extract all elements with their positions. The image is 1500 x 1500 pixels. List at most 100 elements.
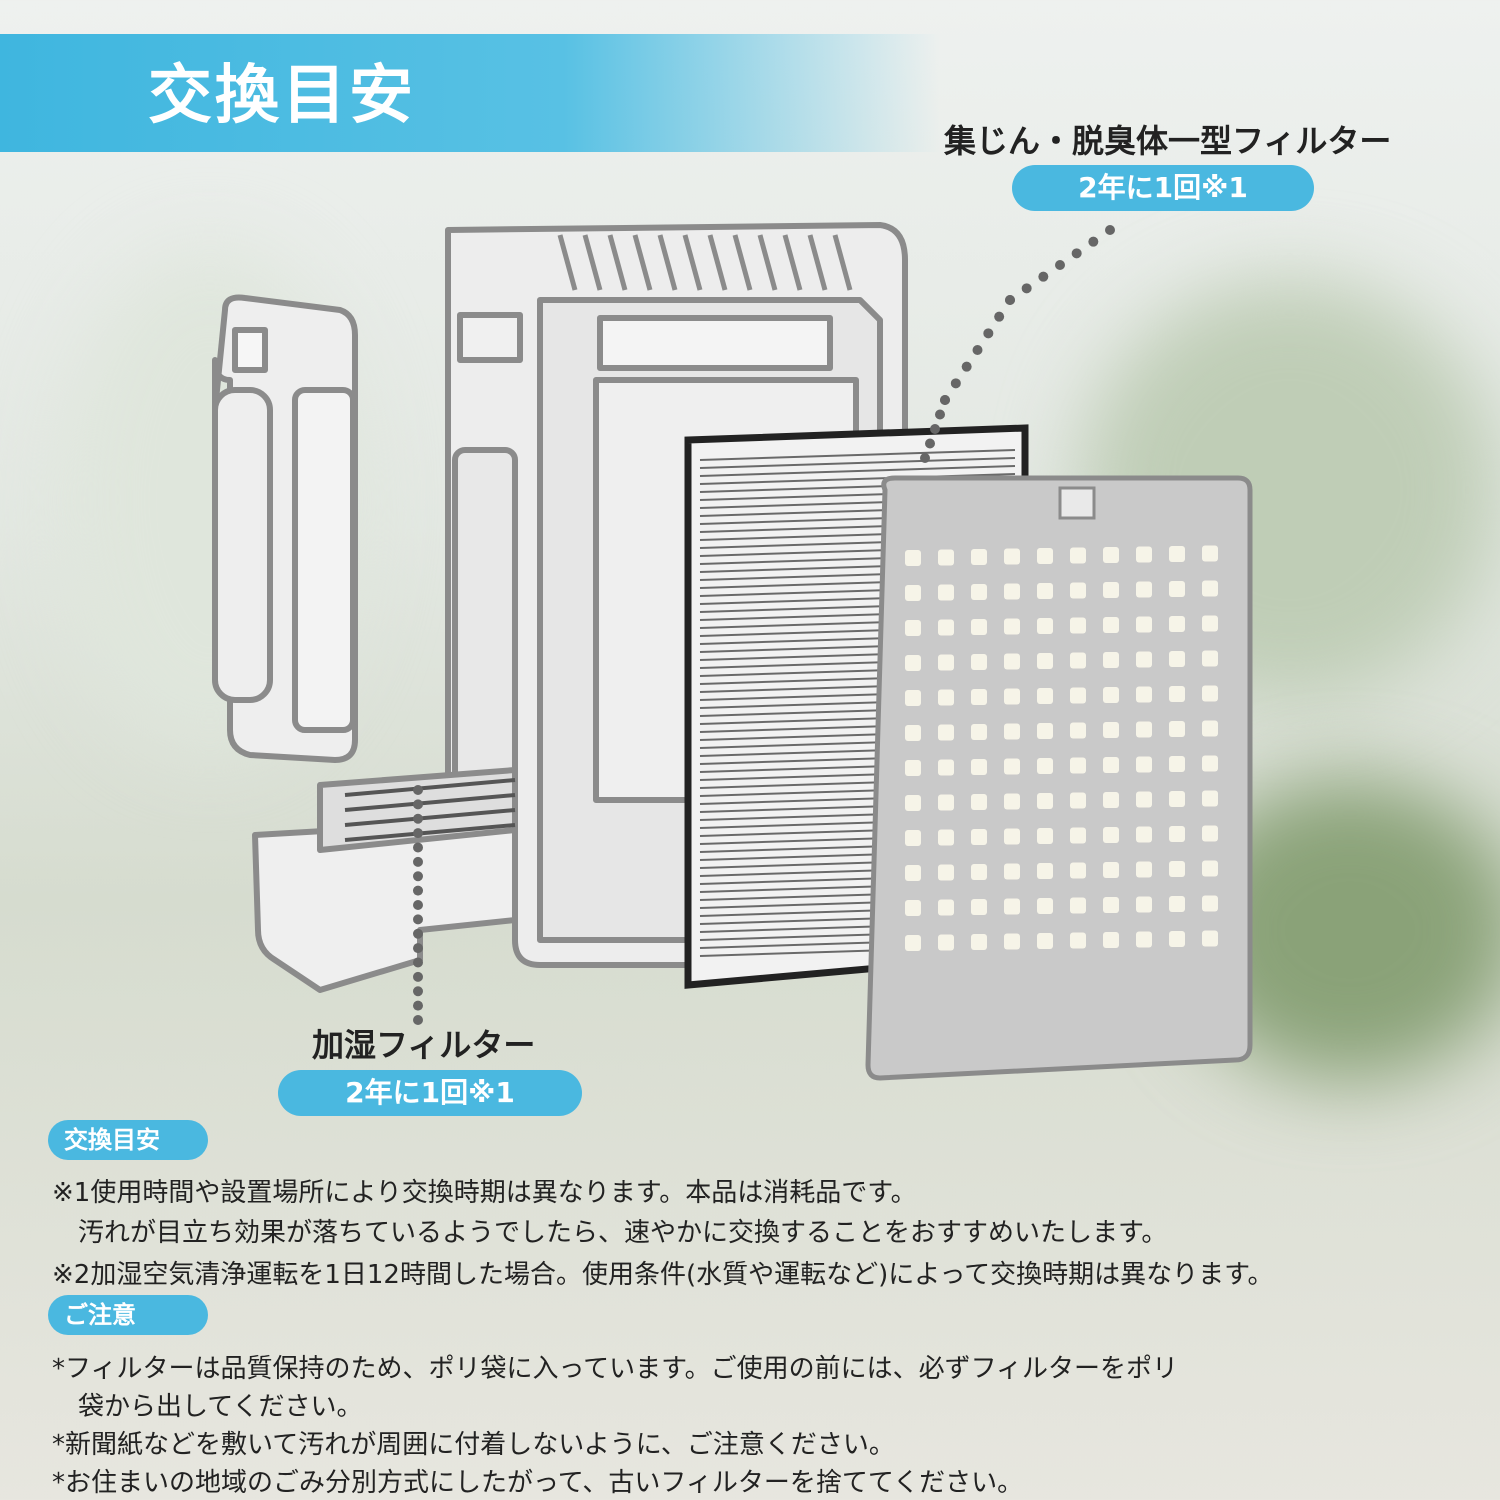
- cover-hole: [1202, 650, 1218, 667]
- guide-note-3: ※2加湿空気清浄運転を1日12時間した場合。使用条件(水質や運転など)によって交…: [52, 1260, 1274, 1290]
- cover-hole: [971, 934, 987, 950]
- cover-hole: [1070, 652, 1086, 669]
- humidifier-tray: [252, 767, 518, 993]
- humid-filter-name: 加湿フィルター: [312, 1026, 536, 1064]
- callout-dot: [413, 799, 423, 810]
- callout-dot: [413, 828, 423, 839]
- cover-hole: [905, 655, 921, 671]
- cover-hole: [905, 830, 921, 846]
- callout-dot: [413, 900, 423, 910]
- cover-hole: [1103, 687, 1119, 703]
- callout-dot: [935, 409, 945, 420]
- guide-note-1: ※1使用時間や設置場所により交換時期は異なります。本品は消耗品です。: [52, 1178, 917, 1208]
- cover-hole: [1136, 581, 1152, 598]
- cover-hole: [1202, 930, 1218, 947]
- cover-hole: [1136, 861, 1152, 878]
- cover-hole: [1070, 757, 1086, 774]
- humid-filter-interval-pill: 2年に1回※1: [278, 1070, 582, 1116]
- cover-hole: [1037, 793, 1053, 809]
- callout-dot: [413, 871, 423, 882]
- callout-dot: [1105, 225, 1115, 235]
- cover-hole: [905, 550, 921, 566]
- cover-hole: [938, 794, 954, 811]
- cover-hole: [1202, 860, 1218, 877]
- callout-dot: [1021, 283, 1032, 294]
- cover-hole: [1202, 755, 1218, 772]
- cover-hole: [1070, 582, 1086, 599]
- cover-hole: [1202, 615, 1218, 632]
- callout-dot: [1071, 248, 1082, 259]
- cover-hole: [1070, 617, 1086, 634]
- cover-hole: [1004, 618, 1020, 635]
- cover-hole: [1070, 827, 1086, 844]
- callout-dot: [413, 842, 423, 853]
- cover-hole: [1004, 653, 1020, 670]
- callout-dot: [983, 328, 994, 339]
- cover-hole: [938, 724, 954, 741]
- callout-dot: [413, 885, 423, 896]
- cover-hole: [971, 689, 987, 705]
- caution-note-4: *お住まいの地域のごみ分別方式にしたがって、古いフィルターを捨ててください。: [52, 1468, 1024, 1498]
- header-band: [0, 34, 940, 152]
- callout-dot: [1088, 236, 1099, 247]
- cover-hole: [1202, 685, 1218, 702]
- top-grille: [557, 234, 853, 291]
- cover-hole: [938, 934, 954, 951]
- callout-dot: [920, 453, 930, 463]
- cover-hole: [1169, 721, 1185, 737]
- cover-hole: [1103, 547, 1119, 563]
- cover-hole: [1169, 616, 1185, 632]
- cover-hole: [1169, 651, 1185, 667]
- cover-hole: [905, 620, 921, 636]
- cover-hole: [971, 724, 987, 740]
- cover-hole: [1004, 793, 1020, 810]
- cover-hole: [1202, 720, 1218, 737]
- cover-hole: [938, 584, 954, 601]
- cover-hole: [1037, 583, 1053, 599]
- cover-hole: [1103, 582, 1119, 598]
- cover-hole: [938, 689, 954, 706]
- cover-hole: [905, 760, 921, 776]
- callout-dot: [961, 361, 972, 372]
- callout-dot: [413, 943, 423, 954]
- caution-note-1: *フィルターは品質保持のため、ポリ袋に入っています。ご使用の前には、必ずフィルタ…: [52, 1354, 1179, 1384]
- cover-hole: [1202, 790, 1218, 807]
- cover-hole: [1070, 792, 1086, 809]
- callout-dot: [925, 438, 935, 449]
- cover-hole: [1169, 861, 1185, 877]
- cover-hole: [971, 829, 987, 845]
- cover-hole: [1202, 895, 1218, 912]
- cover-hole: [971, 654, 987, 670]
- cover-hole: [905, 690, 921, 706]
- callout-dot: [1038, 271, 1049, 282]
- filter-pleat: [699, 465, 1016, 477]
- caution-section-badge: ご注意: [48, 1295, 208, 1335]
- cover-hole: [1037, 688, 1053, 704]
- callout-dot: [1055, 260, 1065, 270]
- guide-section-badge: 交換目安: [48, 1120, 208, 1160]
- cover-hole: [1004, 583, 1020, 600]
- cover-hole: [1070, 897, 1086, 914]
- callout-dots: [413, 225, 1115, 1025]
- cover-hole: [938, 654, 954, 671]
- cover-hole: [1037, 828, 1053, 844]
- main-filter-interval-pill: 2年に1回※1: [1012, 165, 1314, 211]
- cover-hole: [1136, 896, 1152, 913]
- callout-dot: [930, 424, 940, 434]
- callout-dot: [972, 345, 983, 355]
- cover-hole: [905, 935, 921, 951]
- callout-dot: [413, 1000, 423, 1011]
- filter-pleat: [699, 449, 1016, 461]
- callout-dot: [413, 785, 423, 795]
- filter-pleat: [699, 457, 1016, 469]
- cover-hole: [1037, 898, 1053, 914]
- cover-hole: [1070, 687, 1086, 704]
- cover-hole: [1136, 616, 1152, 633]
- cover-hole: [1037, 653, 1053, 669]
- cover-hole: [905, 585, 921, 601]
- cover-hole: [1070, 862, 1086, 879]
- cover-hole: [1070, 722, 1086, 739]
- cover-hole: [1037, 548, 1053, 564]
- cover-hole: [905, 795, 921, 811]
